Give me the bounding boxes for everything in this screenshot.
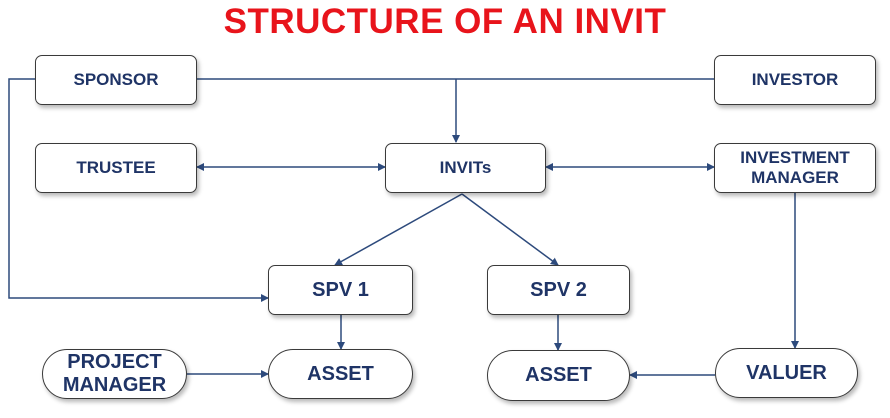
invits-to-spv1-arrow xyxy=(334,193,463,266)
valuer-node: VALUER xyxy=(715,348,858,398)
project-manager-line2: MANAGER xyxy=(62,374,167,396)
spv1-node: SPV 1 xyxy=(268,265,413,315)
spv1-label: SPV 1 xyxy=(312,278,369,301)
investor-label: INVESTOR xyxy=(751,70,839,90)
project-manager-label: PROJECT MANAGER xyxy=(63,351,166,397)
sponsor-node: SPONSOR xyxy=(35,55,197,105)
trustee-label: TRUSTEE xyxy=(76,158,156,178)
spv2-label: SPV 2 xyxy=(530,278,587,301)
asset2-label: ASSET xyxy=(525,364,592,386)
investment-manager-label: INVESTMENT MANAGER xyxy=(740,148,850,187)
project-manager-node: PROJECT MANAGER xyxy=(42,349,187,399)
asset1-node: ASSET xyxy=(268,349,413,399)
asset1-label: ASSET xyxy=(307,362,374,385)
sponsor-label: SPONSOR xyxy=(73,70,159,90)
investment-manager-line1: INVESTMENT xyxy=(740,148,850,168)
investment-manager-node: INVESTMENT MANAGER xyxy=(714,143,876,193)
investment-manager-line2: MANAGER xyxy=(751,168,839,187)
asset2-node: ASSET xyxy=(487,350,630,401)
investor-node: INVESTOR xyxy=(714,55,876,105)
diagram-title: STRUCTURE OF AN INVIT xyxy=(223,2,667,41)
invits-node: INVITs xyxy=(385,143,546,193)
spv2-node: SPV 2 xyxy=(487,265,630,315)
valuer-label: VALUER xyxy=(746,361,827,384)
invits-to-spv2-arrow xyxy=(461,193,559,266)
project-manager-line1: PROJECT xyxy=(67,351,162,373)
invits-label: INVITs xyxy=(439,158,492,178)
trustee-node: TRUSTEE xyxy=(35,143,197,193)
sponsor-to-spv1-arrow xyxy=(8,78,269,302)
